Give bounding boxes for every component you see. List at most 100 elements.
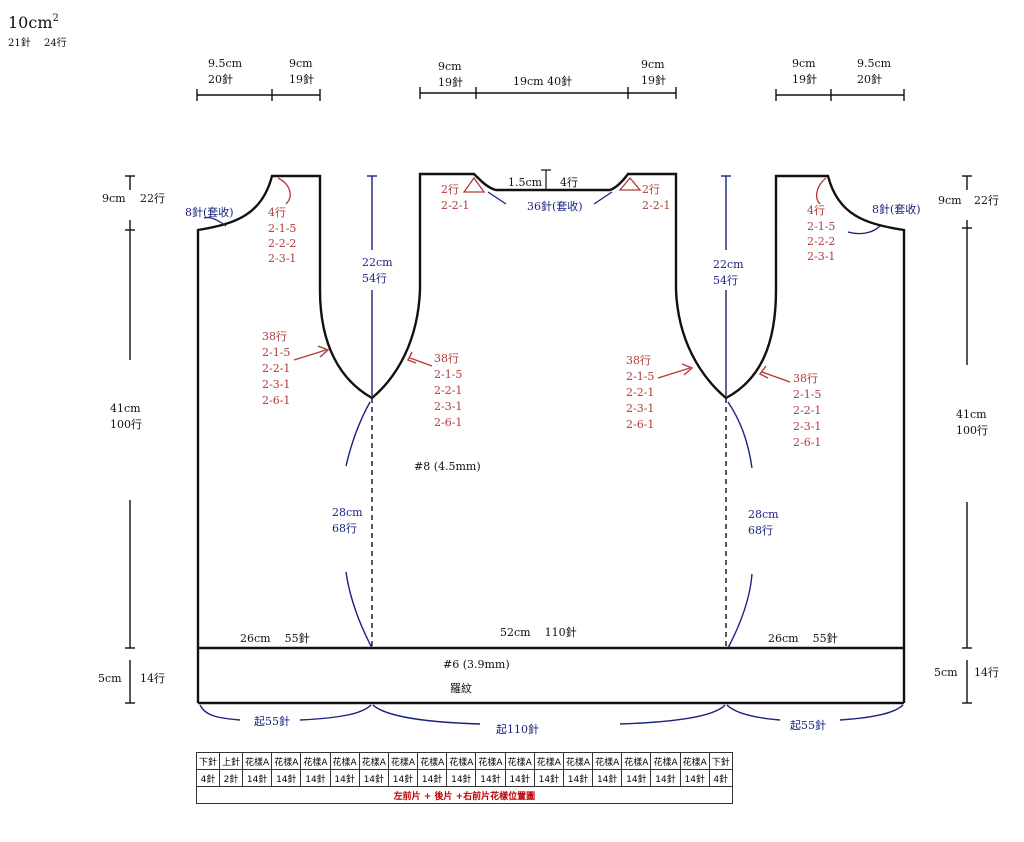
right-outer-step-3: 2-3-1 <box>793 420 821 433</box>
left-outer-step-1: 2-1-5 <box>262 346 290 359</box>
left-lower-rows: 68行 <box>332 522 357 535</box>
rib-left-rows: 14行 <box>140 672 165 685</box>
cast-on-right: 起55針 <box>790 718 826 732</box>
table-cell: 14針 <box>300 769 331 787</box>
left-width: 26cm 55針 <box>240 631 310 645</box>
back-outline <box>371 172 727 399</box>
back-neck-right-rule: 2-2-1 <box>642 199 670 212</box>
table-cell: 14針 <box>475 769 506 787</box>
left-armhole-step-3: 2-3-1 <box>268 252 296 265</box>
right-shoulder-cm: 9.5cm <box>857 57 892 70</box>
back-neck-depth-mark <box>541 169 551 190</box>
left-inner-step-1: 2-1-5 <box>434 368 462 381</box>
left-shoulder-st: 20針 <box>208 72 233 86</box>
right-armhole-step-2: 2-2-2 <box>807 235 835 248</box>
table-cell: 花樣A <box>533 752 564 770</box>
table-cell: 2針 <box>219 769 244 787</box>
table-cell: 4針 <box>195 769 221 787</box>
table-cell: 14針 <box>679 769 710 787</box>
left-neck-cm: 9cm <box>289 57 313 70</box>
right-lower-cm: 28cm <box>748 508 779 521</box>
table-cell: 花樣A <box>242 752 273 770</box>
table-cell: 花樣A <box>650 752 681 770</box>
cast-on-braces <box>199 704 904 725</box>
back-neck-rows: 4行 <box>560 176 578 189</box>
rib-right-rows: 14行 <box>974 666 999 679</box>
body-needle: #8 (4.5mm) <box>414 460 481 473</box>
table-cell: 花樣A <box>562 752 594 770</box>
table-cell: 14針 <box>387 769 419 787</box>
table-header-row: 下針 上針 花樣A 花樣A 花樣A 花樣A 花樣A 花樣A 花樣A 花樣A 花樣… <box>195 752 733 770</box>
top-dimension-lines <box>196 87 905 101</box>
gauge-size: 10cm2 <box>8 13 59 32</box>
right-armhole-step-3: 2-3-1 <box>807 250 835 263</box>
rib-label: 羅紋 <box>450 681 472 695</box>
left-outer-step-2: 2-2-1 <box>262 362 290 375</box>
left-inner-step-2: 2-2-1 <box>434 384 462 397</box>
table-cell: 14針 <box>358 769 389 787</box>
back-neck-right-rows: 2行 <box>642 183 660 196</box>
table-cell: 14針 <box>592 769 623 787</box>
gauge-rows: 24行 <box>44 36 67 49</box>
rib-needle: #6 (3.9mm) <box>443 658 510 671</box>
right-front-outline <box>725 174 906 648</box>
left-inner-step-3: 2-3-1 <box>434 400 462 413</box>
table-cell: 14針 <box>621 769 652 787</box>
table-cell: 花樣A <box>504 752 535 770</box>
garment-outline <box>196 172 906 705</box>
stitch-pattern-table: 下針 上針 花樣A 花樣A 花樣A 花樣A 花樣A 花樣A 花樣A 花樣A 花樣… <box>195 752 733 804</box>
left-armhole-step-1: 2-1-5 <box>268 222 296 235</box>
back-neck-bindoff: 36針(套收) <box>527 199 583 213</box>
left-inner-step-0: 38行 <box>434 352 459 365</box>
left-armhole-bindoff: 8針(套收) <box>185 205 234 219</box>
back-neck-depth: 1.5cm <box>508 176 543 189</box>
body-left-cm: 41cm <box>110 402 141 415</box>
back-neck-left-rule: 2-2-1 <box>441 199 469 212</box>
table-cell: 14針 <box>329 769 360 787</box>
neck-shaping-arrows <box>293 345 791 383</box>
table-value-row: 4針 2針 14針 14針 14針 14針 14針 14針 14針 14針 14… <box>195 769 733 787</box>
lower-front-braces <box>345 401 753 649</box>
armhole-arrows <box>203 177 881 235</box>
table-cell: 花樣A <box>446 752 477 770</box>
left-lower-cm: 28cm <box>332 506 363 519</box>
table-cell: 下針 <box>195 752 221 770</box>
left-outer-step-3: 2-3-1 <box>262 378 290 391</box>
right-neck-st: 19針 <box>792 72 817 86</box>
right-neck-depth-cm: 22cm <box>713 258 744 271</box>
table-cell: 花樣A <box>417 752 448 770</box>
right-armhole-bindoff: 8針(套收) <box>872 202 921 216</box>
table-cell: 下針 <box>708 752 733 770</box>
table-cell: 花樣A <box>387 752 419 770</box>
neck-depth-lines <box>367 175 731 396</box>
left-outer-step-0: 38行 <box>262 330 287 343</box>
left-neck-depth-rows: 54行 <box>362 272 387 285</box>
right-outer-step-4: 2-6-1 <box>793 436 821 449</box>
back-right-st: 19針 <box>641 73 666 87</box>
table-cell: 花樣A <box>329 752 360 770</box>
right-neck-depth-rows: 54行 <box>713 274 738 287</box>
left-neck-st: 19針 <box>289 72 314 86</box>
left-armhole-step-2: 2-2-2 <box>268 237 296 250</box>
rib-right-cm: 5cm <box>934 666 958 679</box>
table-cell: 14針 <box>533 769 564 787</box>
table-caption: 左前片 + 後片 +右前片花樣位置圖 <box>196 786 733 804</box>
table-cell: 4針 <box>708 769 733 787</box>
cast-on-center: 起110針 <box>496 722 539 736</box>
table-cell: 花樣A <box>621 752 652 770</box>
rib-left-cm: 5cm <box>98 672 122 685</box>
center-width: 52cm 110針 <box>500 625 577 639</box>
table-cell: 14針 <box>242 769 273 787</box>
armhole-right-rows: 22行 <box>974 194 999 207</box>
table-caption-row: 左前片 + 後片 +右前片花樣位置圖 <box>196 786 733 804</box>
table-cell: 14針 <box>504 769 535 787</box>
left-armhole-step-0: 4行 <box>268 206 286 219</box>
body-left-rows: 100行 <box>110 418 142 431</box>
armhole-left-rows: 22行 <box>140 192 165 205</box>
table-cell: 14針 <box>271 769 302 787</box>
table-cell: 14針 <box>417 769 448 787</box>
left-front-outline <box>196 174 373 648</box>
back-left-st: 19針 <box>438 75 463 89</box>
armhole-right-cm: 9cm <box>938 194 962 207</box>
